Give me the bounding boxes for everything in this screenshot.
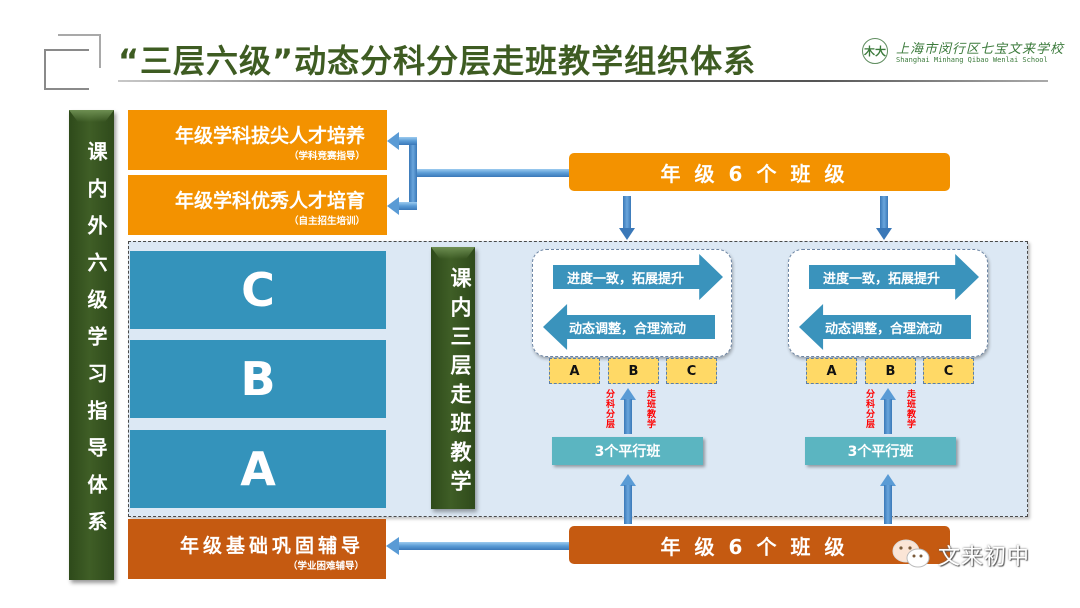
three-tier-teaching-label: 课内三层走班教学 <box>448 267 472 499</box>
six-level-system-label: 课内外六级学习指导体系 <box>84 140 108 548</box>
flow-left-label-1: 动态调整，合理流动 <box>569 321 687 337</box>
bracket-vertical <box>409 140 417 206</box>
top-talent-title: 年级学科拔尖人才培养 <box>174 125 365 147</box>
tile-c-1: C <box>666 358 717 384</box>
up-arrow-bottom-2 <box>880 474 896 524</box>
down-arrow-right <box>876 196 892 240</box>
flow-arrow-right-2: 进度一致，拓展提升 <box>809 254 979 300</box>
bracket-arrow-top-shaft <box>397 137 417 145</box>
level-a: A <box>130 430 386 508</box>
grade-six-classes-bottom: 年级6个班级 <box>569 526 950 564</box>
flow-arrow-right-1: 进度一致，拓展提升 <box>553 254 723 300</box>
tile-b-1: B <box>608 358 659 384</box>
up-arrow-1 <box>620 388 636 434</box>
flow-panel-2: 进度一致，拓展提升 动态调整，合理流动 <box>788 249 988 357</box>
bracket-arrow-bottom-head <box>387 197 399 215</box>
tile-a-2: A <box>806 358 857 384</box>
note-subject-tiering-1: 分科分层 <box>604 389 614 429</box>
header-decoration <box>58 34 101 68</box>
parallel-classes-2: 3个平行班 <box>805 437 956 465</box>
down-arrow-left <box>619 196 635 240</box>
flow-arrow-left-1: 动态调整，合理流动 <box>543 304 715 350</box>
flow-panel-1: 进度一致，拓展提升 动态调整，合理流动 <box>532 249 732 357</box>
flow-left-label-2: 动态调整，合理流动 <box>825 321 943 337</box>
three-tier-teaching-bar: 课内三层走班教学 <box>431 247 475 509</box>
basic-tutoring-subtitle: （学业困难辅导） <box>287 561 364 572</box>
tile-c-2: C <box>923 358 974 384</box>
flow-right-label-2: 进度一致，拓展提升 <box>823 271 941 287</box>
school-name-cn: 上海市闵行区七宝文来学校 <box>896 42 1065 57</box>
tile-a-1: A <box>549 358 600 384</box>
bracket-link-bar <box>417 169 570 177</box>
school-logo-icon: 木大 <box>862 38 888 64</box>
top-talent-box: 年级学科拔尖人才培养 （学科竞赛指导） <box>128 110 387 170</box>
wechat-icon <box>892 539 930 568</box>
basic-tutoring-box: 年级基础巩固辅导 （学业困难辅导） <box>128 519 386 579</box>
note-class-rotation-1: 走班教学 <box>645 389 655 429</box>
page-title: “三层六级”动态分科分层走班教学组织体系 <box>118 42 757 80</box>
watermark-text: 文来初中 <box>938 545 1031 570</box>
title-underline <box>118 80 1048 82</box>
bracket-connector <box>387 132 570 215</box>
excellent-talent-subtitle: （自主招生培训） <box>288 216 365 227</box>
note-subject-tiering-2: 分科分层 <box>864 389 874 429</box>
top-talent-subtitle: （学科竞赛指导） <box>288 151 365 162</box>
grade-six-classes-top: 年级6个班级 <box>569 153 950 191</box>
excellent-talent-box: 年级学科优秀人才培育 （自主招生培训） <box>128 175 387 235</box>
up-arrow-2 <box>880 388 896 434</box>
tile-b-2: B <box>865 358 916 384</box>
note-class-rotation-2: 走班教学 <box>905 389 915 429</box>
parallel-classes-1: 3个平行班 <box>552 437 703 465</box>
excellent-talent-title: 年级学科优秀人才培育 <box>174 190 365 212</box>
header-decoration <box>44 49 89 90</box>
flow-right-label-1: 进度一致，拓展提升 <box>567 271 685 287</box>
bracket-arrow-top-head <box>387 132 399 150</box>
flow-arrow-left-2: 动态调整，合理流动 <box>799 304 971 350</box>
school-name-en: Shanghai Minhang Qibao Wenlai School <box>896 56 1048 64</box>
bracket-arrow-bottom-shaft <box>397 202 417 210</box>
up-arrow-bottom-1 <box>620 474 636 524</box>
level-b: B <box>130 340 386 418</box>
level-c: C <box>130 251 386 329</box>
left-arrow-bottom <box>386 537 575 555</box>
basic-tutoring-title: 年级基础巩固辅导 <box>179 535 364 557</box>
six-level-system-bar: 课内外六级学习指导体系 <box>69 110 114 580</box>
